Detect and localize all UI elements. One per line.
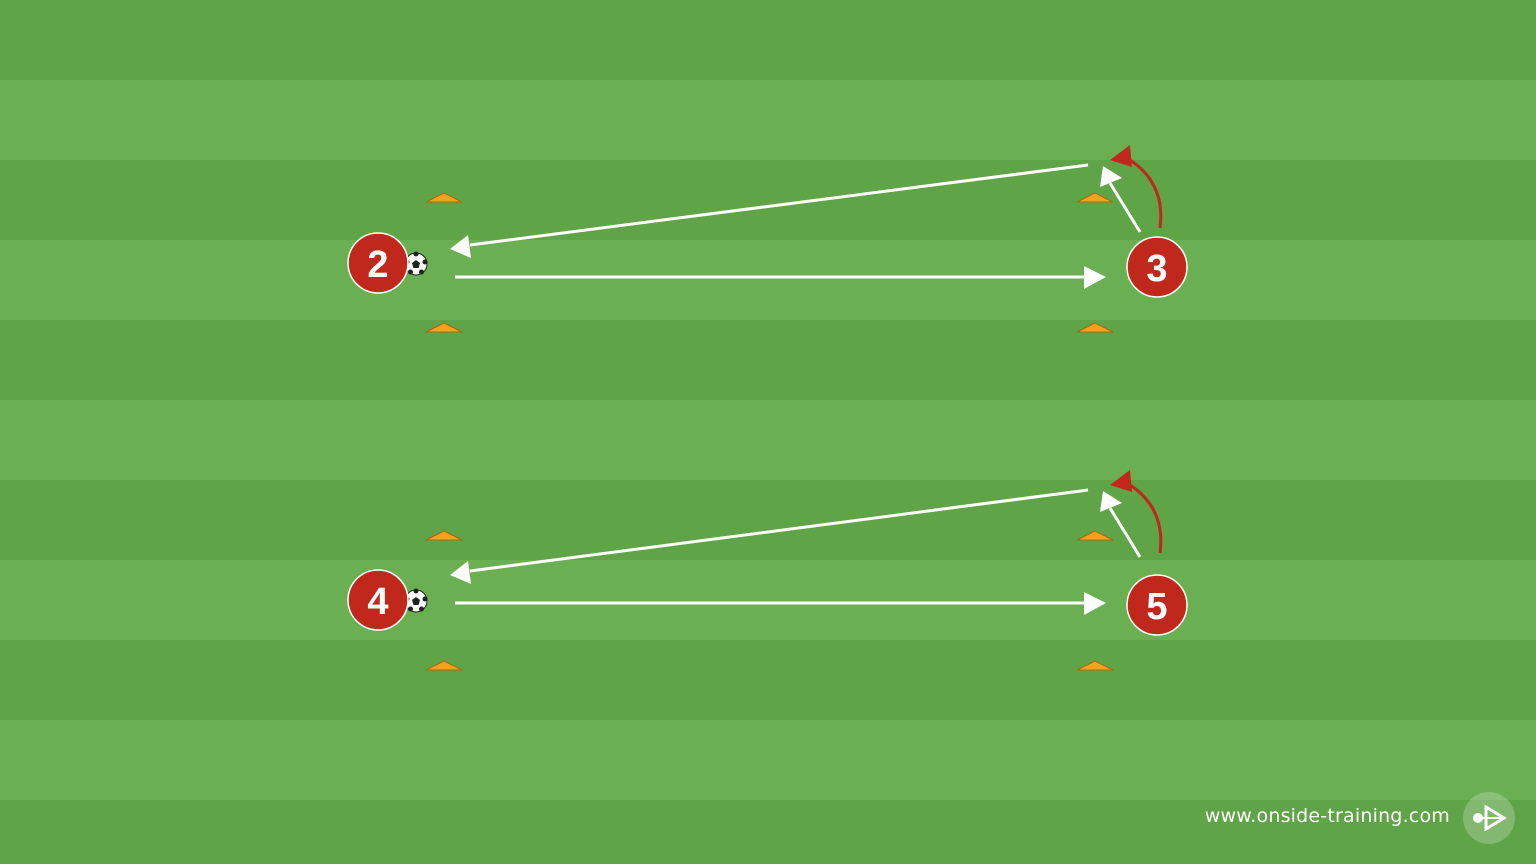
pass-line — [469, 488, 1089, 573]
cones — [425, 192, 1114, 671]
player-number: 4 — [367, 581, 388, 623]
arrowhead-icon — [1100, 491, 1122, 512]
arrowhead-icon — [1100, 166, 1122, 187]
arrowhead-icon — [1084, 266, 1106, 289]
cone-icon — [425, 192, 463, 203]
arrowhead-icon — [1110, 145, 1132, 167]
cone-icon — [425, 322, 463, 333]
run-arrow-curve — [1126, 156, 1163, 229]
cone-icon — [1076, 322, 1114, 333]
pass-arrows-top — [450, 145, 1163, 289]
player-5: 5 — [1126, 574, 1188, 636]
run-line — [1108, 182, 1142, 233]
player-3: 3 — [1126, 236, 1188, 298]
player-number: 3 — [1146, 248, 1167, 290]
run-line — [1108, 507, 1142, 558]
onside-training-logo-icon — [1463, 792, 1515, 844]
arrowhead-icon — [450, 235, 471, 258]
arrowhead-icon — [1084, 592, 1106, 615]
cone-icon — [1076, 192, 1114, 203]
cone-icon — [425, 530, 463, 541]
cone-icon — [425, 660, 463, 671]
website-link[interactable]: www.onside-training.com — [1204, 805, 1450, 827]
arrowhead-icon — [1110, 470, 1132, 492]
player-2: 2 — [347, 232, 409, 294]
player-number: 2 — [367, 244, 388, 286]
cone-icon — [1076, 530, 1114, 541]
cone-icon — [1076, 660, 1114, 671]
player-4: 4 — [347, 569, 409, 631]
pass-arrows-bottom — [450, 470, 1163, 615]
arrowhead-icon — [450, 561, 471, 584]
run-arrow-curve — [1126, 481, 1163, 554]
player-number: 5 — [1146, 586, 1167, 628]
pass-line — [469, 163, 1089, 247]
